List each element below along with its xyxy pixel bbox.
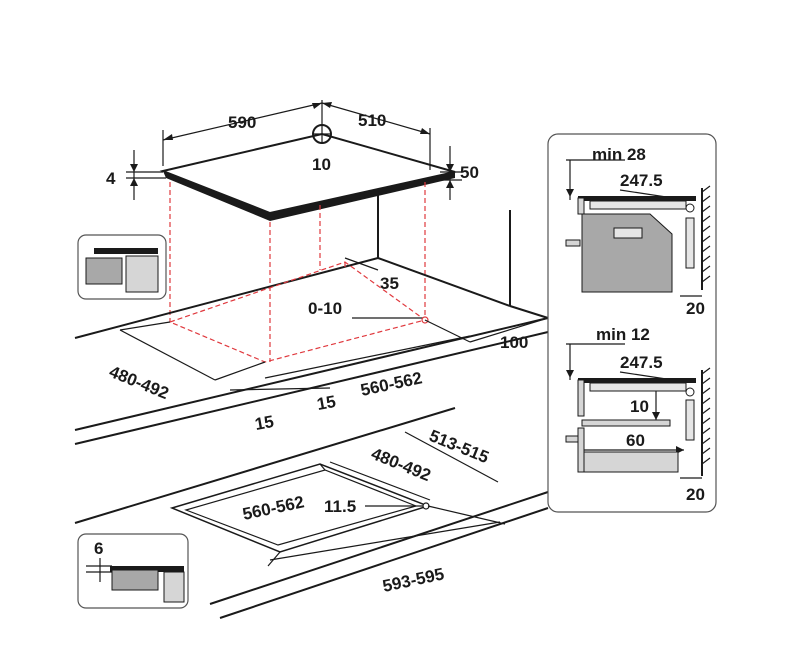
inner-depth-dim bbox=[329, 461, 431, 501]
hob-body bbox=[589, 200, 687, 210]
shelf-panel bbox=[581, 419, 671, 427]
recess-corner bbox=[319, 463, 326, 471]
oven-body bbox=[581, 213, 673, 293]
screw-icon bbox=[685, 203, 695, 213]
top-gap-label: 247.5 bbox=[620, 171, 663, 190]
hob-surface bbox=[159, 132, 456, 215]
surface-mount-detail bbox=[77, 234, 167, 300]
counter-front-edge bbox=[74, 317, 549, 431]
back-panel bbox=[685, 399, 695, 441]
side-gap-label: 0-10 bbox=[308, 299, 342, 318]
outer-width-dim bbox=[269, 521, 501, 561]
recess-label: 6 bbox=[94, 539, 103, 558]
hob-clearance-label: 10 bbox=[312, 155, 331, 174]
flush-front-edge bbox=[209, 491, 549, 605]
offset-dim bbox=[229, 387, 331, 391]
counter-edge bbox=[577, 197, 585, 215]
oven-control bbox=[613, 227, 643, 239]
bottom-depth-label: 60 bbox=[626, 431, 645, 450]
wall-hatch bbox=[701, 367, 711, 465]
wall-hatch bbox=[701, 185, 711, 283]
cut-depth-label: 480-492 bbox=[107, 362, 172, 403]
oven-handle bbox=[565, 239, 581, 247]
counter-block bbox=[85, 257, 123, 285]
arrow-icon bbox=[420, 128, 430, 134]
cut-depth-ext bbox=[119, 321, 171, 331]
bottom-min-label: min 12 bbox=[596, 325, 650, 344]
depth-dimension-line bbox=[321, 102, 431, 135]
top-wall-label: 20 bbox=[686, 299, 705, 318]
arrow-up-icon bbox=[446, 180, 454, 188]
cabinet-block bbox=[125, 255, 159, 293]
hob-side-edge bbox=[270, 172, 455, 221]
arrow-icon bbox=[312, 103, 322, 109]
counter-right-edge bbox=[509, 305, 549, 319]
hob-thickness-label: 4 bbox=[106, 169, 116, 188]
cabinet-block bbox=[163, 571, 185, 603]
cut-width-dim bbox=[264, 335, 471, 379]
flush-mount-detail: 6 bbox=[77, 533, 189, 609]
hob-glass bbox=[578, 196, 696, 201]
hob-glass bbox=[94, 248, 158, 254]
oven-clearance-bottom: min 12 247.5 10 60 20 bbox=[565, 325, 711, 504]
projection-lines bbox=[169, 182, 426, 362]
offset-front-a-label: 15 bbox=[253, 412, 275, 434]
bottom-spacer-label: 10 bbox=[630, 397, 649, 416]
inner-depth-label: 480-492 bbox=[369, 444, 434, 485]
screw-icon bbox=[685, 387, 695, 397]
outer-width-ext bbox=[427, 505, 506, 525]
hob-body bbox=[589, 382, 687, 392]
counter-edge bbox=[577, 379, 585, 417]
hob-depth-label: 510 bbox=[358, 111, 386, 130]
bottom-wall-label: 20 bbox=[686, 485, 705, 504]
installation-clearance-panel: min 28 247.5 20 min 12 247.5 bbox=[547, 133, 717, 513]
cabinet-side bbox=[577, 427, 585, 473]
outer-width-label: 593-595 bbox=[381, 564, 446, 596]
counter-right-back bbox=[377, 257, 511, 307]
arrow-icon bbox=[163, 134, 173, 140]
hob-glass bbox=[110, 566, 184, 572]
arrow-down-icon bbox=[566, 189, 574, 197]
back-gap-dim bbox=[344, 257, 379, 271]
flush-front-edge-lower bbox=[219, 507, 549, 619]
hob-height-label: 50 bbox=[460, 163, 479, 182]
bottom-gap-label: 247.5 bbox=[620, 353, 663, 372]
rear-edge-dim-2 bbox=[469, 317, 549, 343]
rear-edge-dim bbox=[424, 319, 471, 343]
hob-front-edge bbox=[163, 171, 270, 221]
step-label: 11.5 bbox=[324, 497, 356, 516]
back-gap-label: 35 bbox=[380, 274, 399, 293]
cut-width-label: 560-562 bbox=[359, 368, 424, 400]
arrow-icon bbox=[322, 102, 332, 108]
outer-width-ext bbox=[267, 551, 281, 567]
flush-back-edge bbox=[74, 407, 456, 524]
back-panel bbox=[685, 217, 695, 269]
inner-width-label: 560-562 bbox=[241, 492, 306, 524]
rear-edge-label: 100 bbox=[500, 333, 528, 352]
arrow-up-icon bbox=[130, 178, 138, 186]
oven-clearance-top: min 28 247.5 20 bbox=[565, 145, 711, 318]
counter-back-edge bbox=[74, 257, 379, 339]
drawer-block bbox=[581, 451, 679, 473]
cut-depth-ext bbox=[214, 361, 266, 381]
arrow-down-icon bbox=[446, 164, 454, 172]
arrow-down-icon bbox=[652, 412, 660, 420]
outer-depth-dim bbox=[404, 431, 499, 483]
counter-block bbox=[111, 569, 159, 591]
offset-front-b-label: 15 bbox=[315, 392, 337, 414]
countertop-cutout-view: 35 0-10 100 480-492 560-562 15 15 bbox=[74, 190, 549, 445]
arrow-down-icon bbox=[130, 164, 138, 172]
hob-width-label: 590 bbox=[228, 113, 256, 132]
arrow-down-icon bbox=[566, 370, 574, 378]
hob-glass bbox=[578, 378, 696, 383]
cut-depth-dim bbox=[119, 329, 216, 381]
width-dimension-line bbox=[162, 102, 323, 141]
top-min-label: min 28 bbox=[592, 145, 646, 164]
hob-top-view: 590 510 10 4 50 bbox=[106, 100, 479, 221]
